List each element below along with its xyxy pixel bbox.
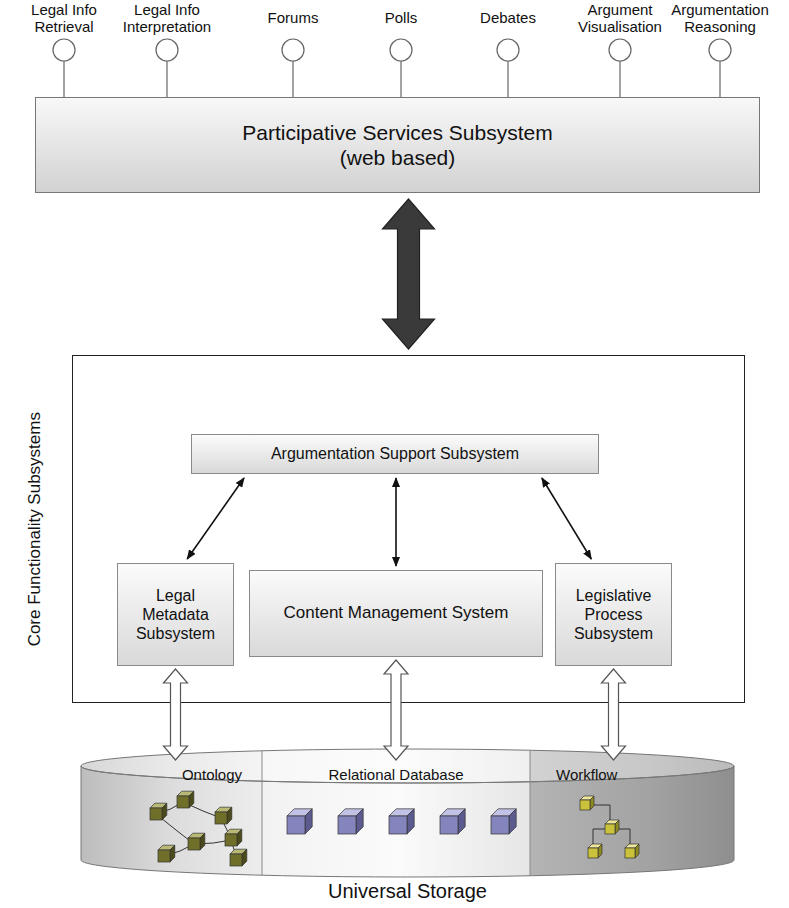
interface-stem <box>166 61 167 97</box>
connector-arrow <box>187 478 244 559</box>
box-label: Content Management System <box>284 603 509 623</box>
interface-circle <box>709 39 731 61</box>
interface-label: Debates <box>468 1 548 36</box>
interface-label: Argumentation Reasoning <box>668 1 772 36</box>
interface-stem <box>507 61 508 97</box>
interface-label: Polls <box>366 1 436 36</box>
interface-circle <box>53 39 75 61</box>
segment-label: Relational Database <box>262 766 530 784</box>
storage-arrow <box>602 669 626 760</box>
interface-circle <box>609 39 631 61</box>
box-label: Participative Services Subsystem (web ba… <box>228 120 568 170</box>
subsystem-box: Legislative Process Subsystem <box>555 563 672 666</box>
subsystem-box: Argumentation Support Subsystem <box>191 434 599 474</box>
box-label: Argumentation Support Subsystem <box>271 444 519 463</box>
storage-segment: Ontology <box>80 760 262 800</box>
interface-circle <box>497 39 519 61</box>
storage-label: Universal Storage <box>80 879 735 903</box>
connector-arrow <box>395 478 397 566</box>
interface-stem <box>63 61 64 97</box>
subsystem-box: Content Management System <box>249 570 543 657</box>
storage-arrow <box>384 660 408 760</box>
interface-label: Forums <box>253 1 333 36</box>
subsystem-box: Legal Metadata Subsystem <box>117 563 234 666</box>
connector-arrow <box>542 478 591 559</box>
interface-circle <box>156 39 178 61</box>
interface-arrow <box>383 199 435 349</box>
segment-label: Ontology <box>80 766 242 784</box>
group-frame: Core Functionality SubsystemsArgumentati… <box>72 355 745 703</box>
interface-stem <box>292 61 293 97</box>
interface-label: Legal Info Retrieval <box>16 1 112 36</box>
interface-label: Argument Visualisation <box>574 1 666 36</box>
interface-stem <box>400 61 401 97</box>
segment-label: Workflow <box>556 766 735 784</box>
box-label: Legislative Process Subsystem <box>562 586 665 644</box>
box-label: Legal Metadata Subsystem <box>124 586 227 644</box>
group-label: Core Functionality Subsystems <box>25 379 45 679</box>
interface-circle <box>390 39 412 61</box>
interface-stem <box>619 61 620 97</box>
storage-segment: Relational Database <box>262 760 530 800</box>
interface-circle <box>282 39 304 61</box>
interface-stem <box>719 61 720 97</box>
storage-cylinder: Universal Storage Ontology Relational Data… <box>80 746 735 904</box>
storage-segment: Workflow <box>530 760 735 800</box>
storage-arrow <box>164 669 188 760</box>
interface-label: Legal Info Interpretation <box>112 1 222 36</box>
subsystem-box: Participative Services Subsystem (web ba… <box>35 97 760 193</box>
